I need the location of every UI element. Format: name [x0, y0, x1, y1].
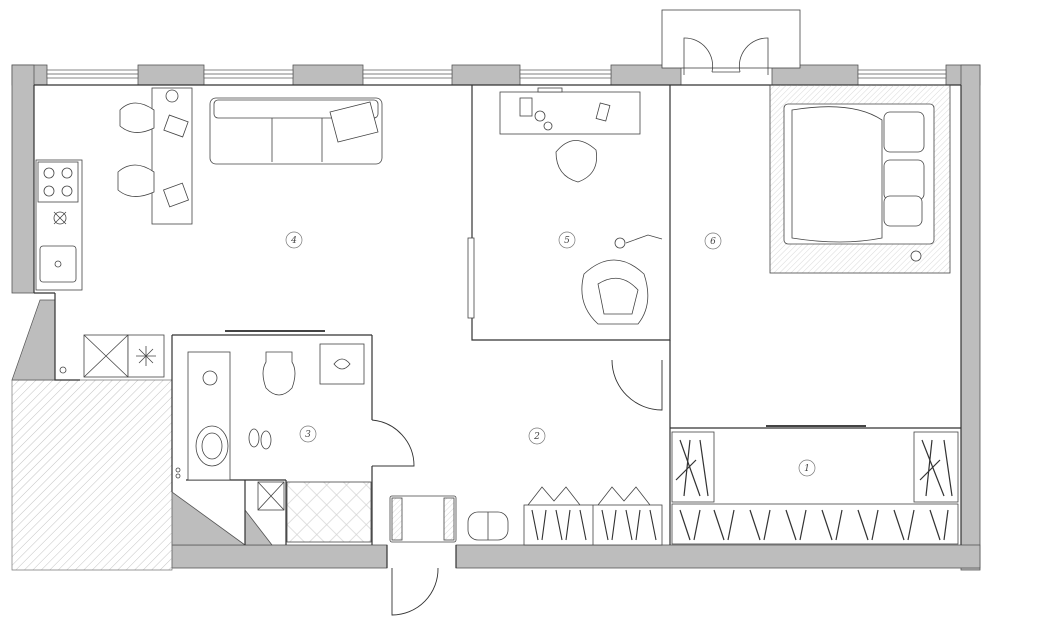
windows [46, 69, 947, 79]
room-labels: 1 2 3 4 5 6 [285, 231, 816, 477]
wall-panel [467, 237, 475, 319]
balcony-outline [661, 9, 801, 69]
stairwell [11, 299, 173, 571]
doormat [389, 495, 457, 543]
balcony-door-left [683, 37, 713, 75]
bedroom-furniture [769, 84, 951, 274]
room-number-4: 4 [290, 236, 297, 246]
shower [319, 343, 365, 385]
door-entrance[interactable] [391, 567, 439, 616]
wall-top-3 [292, 64, 364, 86]
wardrobe-bottom [671, 503, 959, 545]
wall-top-4 [451, 64, 521, 86]
door-room-6[interactable] [611, 359, 663, 411]
wall-bath-triangle-2 [244, 508, 273, 546]
wall-left [11, 64, 35, 294]
room-label-6: 6 [704, 232, 722, 250]
room-label-4: 4 [285, 231, 303, 249]
room-label-5: 5 [558, 231, 576, 249]
balcony [661, 9, 801, 75]
room-number-2: 2 [533, 432, 540, 442]
wall-right [960, 64, 981, 571]
wardrobe [671, 425, 959, 545]
stair-hatch [11, 379, 173, 571]
living-furniture [117, 87, 383, 332]
doors [371, 359, 663, 616]
room-label-3: 3 [299, 425, 317, 443]
room-label-1: 1 [798, 459, 816, 477]
room-number-3: 3 [305, 430, 311, 440]
room-number-5: 5 [564, 236, 570, 246]
walls [11, 64, 981, 571]
wall-bottom-right [455, 544, 981, 569]
toilet [262, 351, 296, 396]
door-bathroom[interactable] [371, 419, 415, 467]
chair-2 [117, 164, 155, 197]
cooktop [37, 161, 79, 203]
room-number-1: 1 [804, 464, 810, 474]
stair-grey [11, 299, 56, 381]
chair-1 [119, 102, 155, 133]
hall-storage [389, 486, 663, 546]
wall-top-2 [137, 64, 205, 86]
bathroom-fixtures [175, 343, 372, 543]
kitchen [35, 159, 165, 378]
wall-bath-triangle [171, 491, 247, 546]
wall-bottom-left [171, 544, 388, 569]
study-furniture [467, 87, 663, 325]
balcony-door-right [739, 37, 769, 75]
desk-chair [555, 140, 597, 183]
room-number-6: 6 [710, 237, 716, 247]
laundry-tiles [286, 481, 372, 543]
room-label-2: 2 [528, 427, 546, 445]
